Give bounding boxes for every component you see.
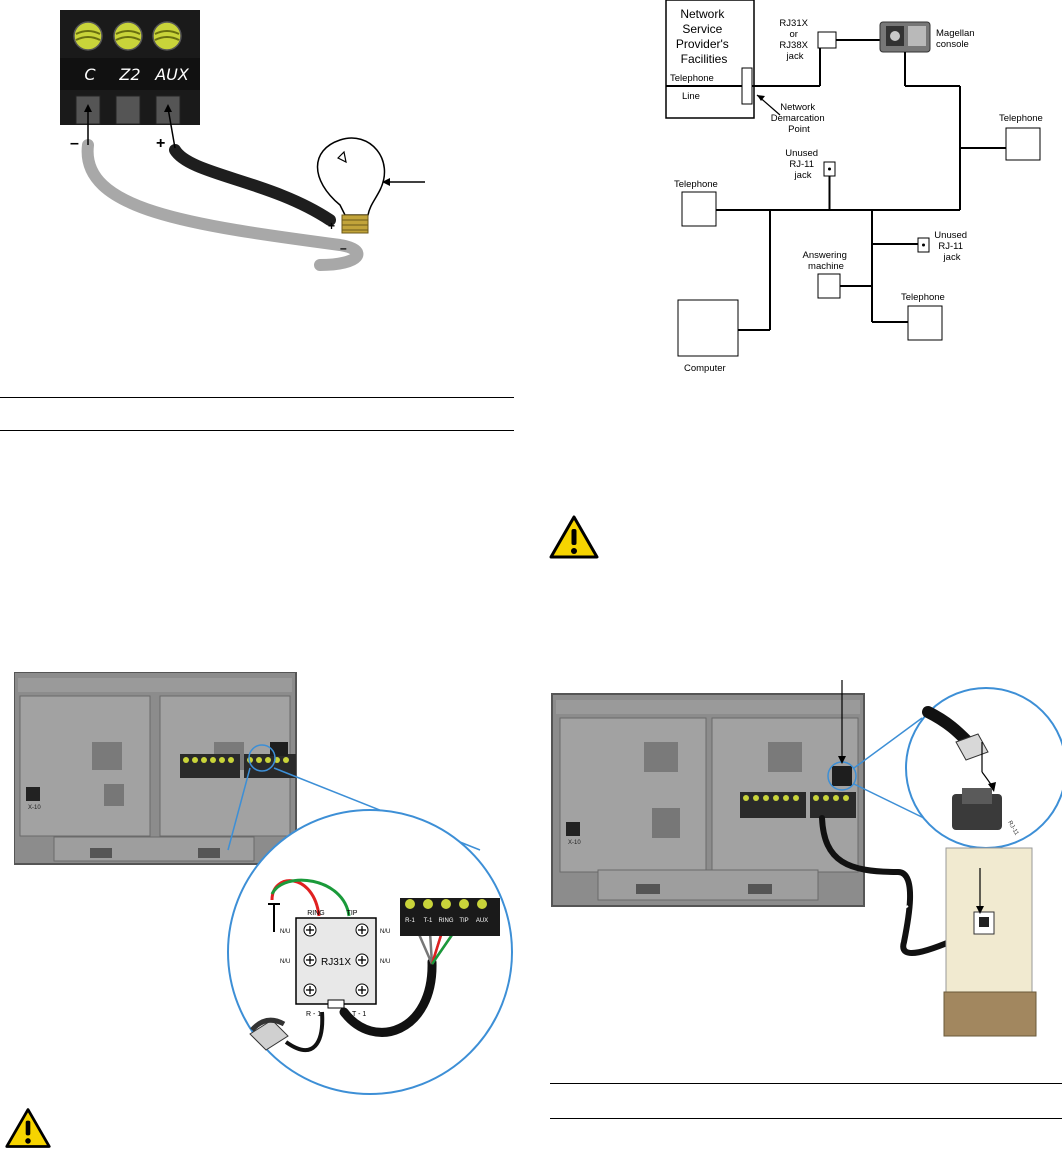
terminal-label-z2: Z2 <box>118 65 140 84</box>
telephone-line-top: Telephone <box>670 73 714 84</box>
unused-jack-right-label: Unused RJ-11 jack <box>934 230 969 263</box>
section-rule-1 <box>0 397 514 398</box>
demarcation-block <box>741 67 753 105</box>
control-panel-board: X-10 <box>14 672 297 865</box>
rj31x-jack-box <box>817 31 837 49</box>
rj31x-connection-figure: X-10 RJ31X RING TIP <box>14 672 513 1095</box>
section-rule-4 <box>550 1118 1062 1119</box>
provider-facilities-box <box>665 0 755 119</box>
telephone-line-bottom: Line <box>682 91 700 102</box>
terminal-block-zoom: R-1 T-1 RING TIP AUX <box>400 898 500 936</box>
r1-label: R - 1 <box>306 1011 321 1018</box>
section-rule-2 <box>0 430 514 431</box>
section-rule-3 <box>550 1083 1062 1084</box>
nu-label-4: N/U <box>380 959 390 965</box>
answering-machine-box <box>817 273 841 299</box>
rj31x-block-title: RJ31X <box>321 957 351 968</box>
positive-wire <box>169 144 336 226</box>
magellan-label: Magellan console <box>936 28 977 50</box>
x10-connector <box>26 787 40 801</box>
magellan-console-icon <box>879 21 931 53</box>
positive-sign: + <box>156 135 165 152</box>
term-aux: AUX <box>476 918 488 924</box>
warning-icon-left <box>5 1108 51 1148</box>
telephone-left-box <box>681 191 717 227</box>
nu-label-2: N/U <box>380 929 390 935</box>
provider-label: Network Service Provider's Facilities <box>676 7 732 66</box>
telephone-icon <box>249 1017 289 1051</box>
telephone-right-label: Telephone <box>999 113 1043 124</box>
demarcation-label: Network Demarcation Point <box>771 102 828 135</box>
network-diagram: Network Service Provider's Facilities Te… <box>665 0 1043 374</box>
negative-wire <box>81 139 364 271</box>
x10-label-2: X-10 <box>568 840 581 846</box>
bulb-minus-sign: – <box>340 241 347 255</box>
control-panel-board-2: X-10 <box>551 693 865 907</box>
x10-label: X-10 <box>28 805 41 811</box>
term-r1: R-1 <box>405 918 415 924</box>
terminal-bulb-figure: C Z2 AUX – + + – <box>60 10 425 271</box>
t1-label: T - 1 <box>352 1011 366 1018</box>
bulb-plus-sign: + <box>328 219 335 233</box>
rj11-connection-figure: X-10 RJ-11 <box>551 680 1062 1037</box>
zoom-source-circle <box>248 744 276 772</box>
telephone-left-label: Telephone <box>674 179 718 190</box>
rj31x-label: RJ31X or RJ38X jack <box>779 18 810 62</box>
telephone-right-box <box>1005 127 1041 161</box>
baseboard <box>943 991 1037 1037</box>
rj11-plug <box>955 733 989 761</box>
computer-box <box>677 299 739 357</box>
terminal-label-aux: AUX <box>154 65 190 84</box>
terminal-block: C Z2 AUX <box>60 10 200 125</box>
unused-jack-top-label: Unused RJ-11 jack <box>785 148 820 181</box>
telephone-bottom-box <box>907 305 943 341</box>
computer-label: Computer <box>684 363 726 374</box>
answering-machine-label: Answering machine <box>803 250 850 272</box>
term-t1: T-1 <box>424 918 433 924</box>
tip-label: TIP <box>347 910 358 917</box>
warning-icon-right <box>549 515 599 559</box>
negative-sign: – <box>70 135 79 152</box>
term-ring: RING <box>439 918 454 924</box>
bulb-icon <box>316 137 386 234</box>
term-tip: TIP <box>459 918 468 924</box>
rj11-port <box>832 766 852 786</box>
ring-label: RING <box>307 910 325 917</box>
telephone-bottom-label: Telephone <box>901 292 945 303</box>
nu-label-1: N/U <box>280 929 290 935</box>
terminal-label-c: C <box>84 65 96 84</box>
nu-label-3: N/U <box>280 959 290 965</box>
